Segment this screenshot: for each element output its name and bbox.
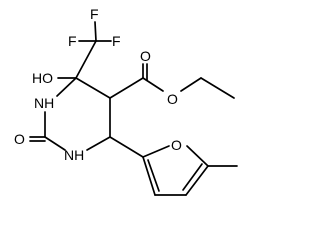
- atom-oxygen-ester: O: [167, 91, 178, 107]
- bond-lines: [29, 21, 238, 196]
- bond-ch2-ch3: [200, 77, 235, 99]
- atom-hydroxyl: HO: [32, 70, 53, 86]
- atom-fluorine-top: F: [90, 6, 99, 22]
- bond-ester-c-o-single: [142, 77, 164, 92]
- atom-nh-top: NH: [34, 95, 54, 111]
- atom-oxygen-urea: O: [14, 131, 25, 147]
- atom-nh-bottom: NH: [64, 147, 84, 163]
- bond-n3-c4: [56, 77, 77, 97]
- bond-furan-c2-o: [142, 145, 170, 158]
- atom-oxygen-ester-carbonyl: O: [140, 48, 151, 64]
- bond-cf3-f-top: [94, 21, 97, 42]
- bond-furan-c5-c4-b: [182, 163, 203, 191]
- bond-furan-c5-c4-a: [185, 165, 209, 196]
- atom-labels: HO F F F O O NH O NH O: [14, 6, 182, 163]
- atom-fluorine-right: F: [112, 33, 121, 49]
- atom-oxygen-furan: O: [171, 137, 182, 153]
- bond-c6-furan: [109, 136, 144, 158]
- bond-furan-c3-c2-a: [142, 156, 156, 196]
- atom-fluorine-left: F: [68, 33, 77, 49]
- bond-c4-c5: [75, 77, 111, 99]
- bond-c5-ester-c: [109, 77, 144, 99]
- bond-n1-c2: [44, 136, 66, 151]
- bond-furan-c3-c2-b: [147, 159, 160, 192]
- bond-furan-o-c5: [186, 145, 209, 167]
- bond-c6-n1: [86, 136, 111, 151]
- molecule-structure: HO F F F O O NH O NH O: [14, 6, 238, 196]
- bond-c4-cf3: [75, 40, 97, 79]
- bond-o-ch2: [180, 77, 202, 92]
